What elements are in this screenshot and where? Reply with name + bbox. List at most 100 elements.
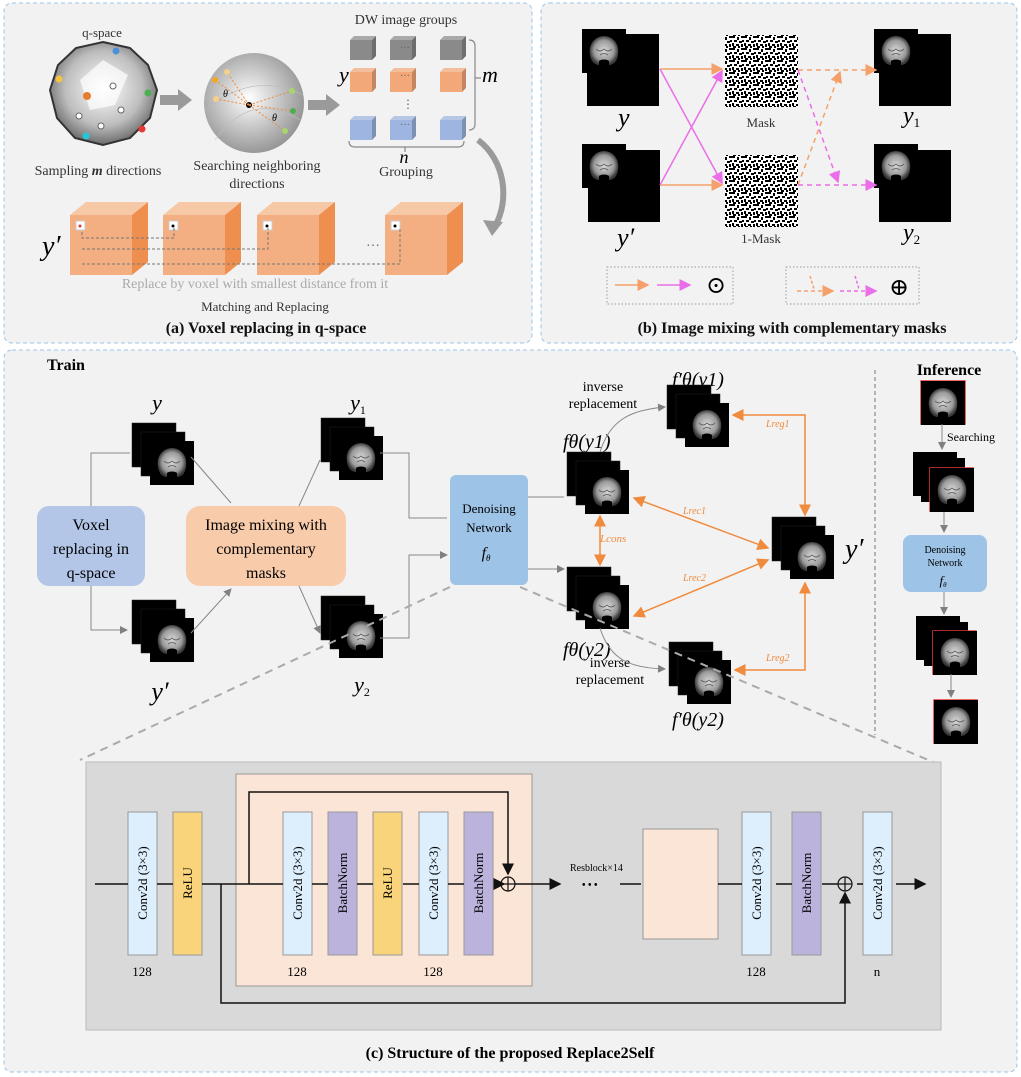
zoom-guide-lines bbox=[79, 586, 941, 766]
inference-final-image bbox=[933, 699, 979, 745]
qspace-label: q-space bbox=[82, 25, 122, 40]
layer-block-conv: Conv2d (3×3)128 bbox=[741, 811, 772, 979]
dots-icon: • • • bbox=[582, 880, 598, 891]
curved-arrow-icon bbox=[476, 137, 507, 228]
mask-label: Mask bbox=[747, 115, 776, 130]
b-y-label: y bbox=[615, 103, 630, 132]
layer-block-relu: ReLU bbox=[372, 811, 403, 956]
legend-add bbox=[785, 266, 920, 305]
qspace-polyhedron-icon bbox=[48, 40, 159, 147]
train-y2-label: y2 bbox=[352, 672, 370, 699]
layer-label: Conv2d (3×3) bbox=[290, 846, 305, 919]
channel-count: 128 bbox=[132, 964, 152, 979]
n-brace bbox=[348, 140, 465, 152]
yprime-target-label: y′ bbox=[842, 534, 864, 565]
panel-a: q-space Sampling m directions θ θ bbox=[35, 13, 507, 337]
dw-cube bbox=[390, 116, 416, 140]
layer-label: BatchNorm bbox=[335, 853, 350, 914]
image-stack-y1 bbox=[321, 418, 383, 480]
sampling-label: Sampling m directions bbox=[35, 164, 162, 179]
resblock-collapsed bbox=[642, 828, 719, 940]
image-stack-yprime bbox=[132, 600, 194, 662]
inference-searched-stack bbox=[913, 452, 975, 513]
inference-input-image bbox=[920, 380, 966, 426]
add-icon: ⊕ bbox=[889, 275, 909, 301]
layer-block-bn: BatchNorm bbox=[327, 811, 358, 956]
train-y1-label: y1 bbox=[348, 390, 366, 417]
svg-text:···: ··· bbox=[366, 239, 380, 254]
brain-image-y1 bbox=[873, 28, 951, 106]
dw-cube bbox=[350, 116, 376, 140]
layer-block-conv: Conv2d (3×3) 128 bbox=[127, 811, 158, 979]
svg-text:θ: θ bbox=[223, 89, 228, 100]
voxel-cube bbox=[163, 202, 241, 275]
loss-rec1: Lrec1 bbox=[682, 506, 706, 517]
svg-text:···: ··· bbox=[400, 71, 410, 82]
svg-text:⋮: ⋮ bbox=[402, 97, 414, 111]
panel-a-title: (a) Voxel replacing in q-space bbox=[166, 320, 367, 337]
channel-count: 128 bbox=[287, 964, 307, 979]
brain-image-y bbox=[581, 28, 659, 106]
inference-title: Inference bbox=[917, 362, 982, 379]
layer-label: ReLU bbox=[380, 867, 395, 899]
voxel-cube bbox=[385, 202, 463, 275]
train-title: Train bbox=[47, 357, 85, 374]
voxel-cube bbox=[70, 202, 148, 275]
legend-multiply bbox=[606, 266, 734, 305]
inv-mask-label: 1-Mask bbox=[741, 231, 781, 246]
fprime-y2-label: f′θ(y2) bbox=[672, 709, 724, 731]
image-stack-yprime-target bbox=[772, 517, 834, 579]
grouping-label: Grouping bbox=[379, 165, 433, 180]
image-stack-fprime-y2 bbox=[669, 642, 731, 704]
panel-c-title: (c) Structure of the proposed Replace2Se… bbox=[366, 1045, 655, 1062]
brain-image-yprime bbox=[581, 143, 660, 222]
layer-label: Conv2d (3×3) bbox=[135, 846, 150, 919]
m-brace bbox=[468, 39, 481, 131]
channel-count: n bbox=[874, 964, 881, 979]
dw-cube bbox=[440, 68, 466, 92]
inference-denoising-box bbox=[903, 535, 987, 592]
layer-label: BatchNorm bbox=[471, 853, 486, 914]
image-mixing-box bbox=[186, 506, 346, 586]
panel-c: Conv2d (3×3) 128 ReLU Conv2d (3×3) 128 BatchN… bbox=[85, 761, 942, 1062]
svg-text:···: ··· bbox=[400, 120, 410, 131]
dw-cube bbox=[440, 116, 466, 140]
layer-block-bn: BatchNorm bbox=[463, 811, 494, 956]
voxel-cube-row bbox=[70, 202, 463, 275]
image-stack-fprime-y1 bbox=[667, 385, 729, 447]
loss-reg2: Lreg2 bbox=[765, 653, 790, 664]
multiply-icon: ⊙ bbox=[706, 273, 726, 299]
searching-label: Searching bbox=[947, 430, 995, 444]
matching-label: Matching and Replacing bbox=[201, 299, 329, 314]
voxel-replacing-box bbox=[37, 506, 145, 586]
mask-image bbox=[725, 35, 798, 107]
image-stack-f-y1 bbox=[567, 452, 629, 514]
loss-reg1: Lreg1 bbox=[765, 419, 790, 430]
dw-cube bbox=[390, 68, 416, 92]
denoising-network-box bbox=[450, 475, 528, 585]
inv-mask-image bbox=[725, 155, 798, 227]
dw-cube-grid bbox=[350, 36, 466, 140]
brain-image-y2 bbox=[873, 143, 951, 222]
arrow-icon bbox=[308, 94, 340, 116]
voxel-cube bbox=[257, 202, 335, 275]
m-label: m bbox=[482, 62, 498, 87]
yprime-label: y′ bbox=[39, 231, 61, 262]
f-y2-label: fθ(y2) bbox=[563, 639, 611, 661]
train-yprime-label: y′ bbox=[148, 677, 169, 706]
search-label-1: Searching neighboring bbox=[193, 159, 320, 174]
layer-label: Conv2d (3×3) bbox=[870, 846, 885, 919]
b-y2-label: y2 bbox=[901, 220, 920, 247]
loss-cons: Lcons bbox=[599, 533, 626, 545]
channel-count: 128 bbox=[746, 964, 766, 979]
layer-block-conv: Conv2d (3×3) 128 bbox=[282, 811, 313, 979]
svg-text:···: ··· bbox=[400, 43, 410, 54]
layer-block-bn: BatchNorm bbox=[791, 811, 822, 956]
f-y1-label: fθ(y1) bbox=[563, 431, 611, 453]
